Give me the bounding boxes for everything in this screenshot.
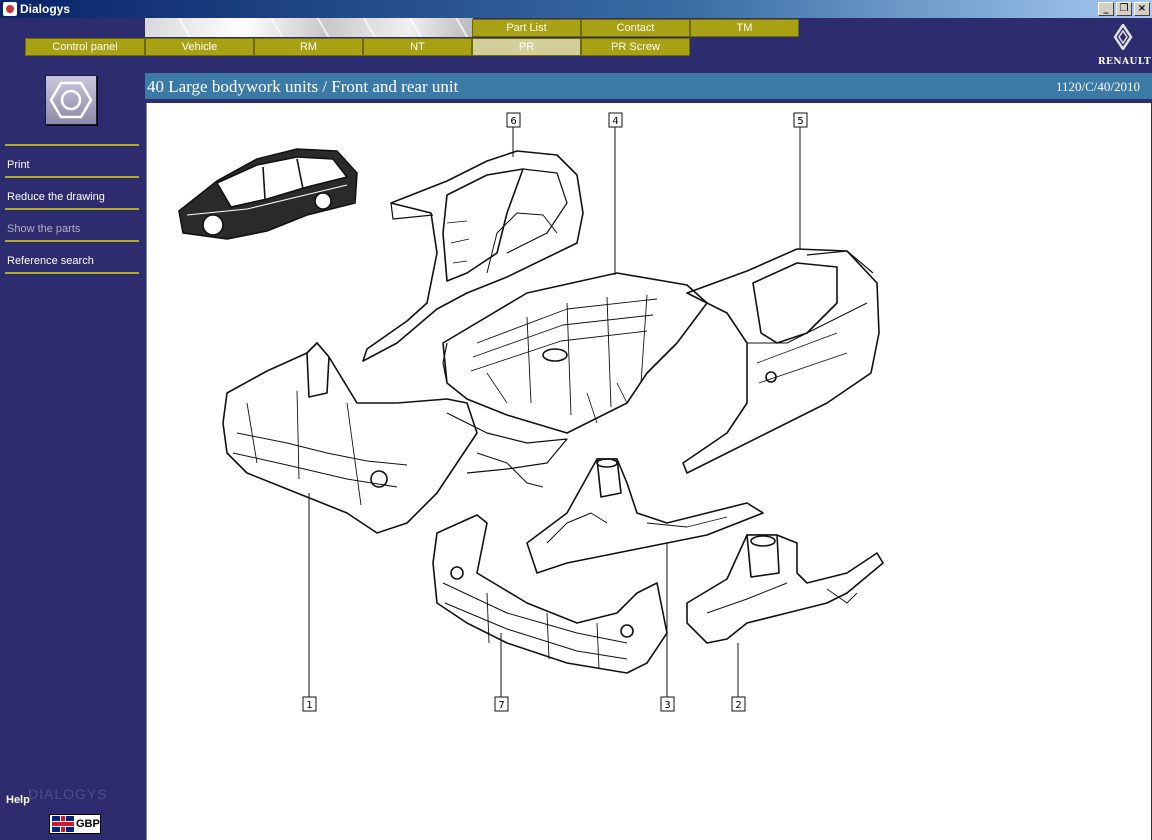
callout-1[interactable]: 1 [302,696,317,712]
section-icon-tile [45,75,97,125]
callout-4-label: 4 [612,116,618,127]
tab-nt[interactable]: NT [363,38,472,56]
callout-3[interactable]: 3 [660,696,675,712]
tab-control-panel[interactable]: Control panel [25,38,145,56]
callout-7[interactable]: 7 [494,696,509,712]
callout-4[interactable]: 4 [608,112,623,128]
renault-logo: RENAULT [1098,22,1152,68]
minimize-button[interactable]: _ [1098,2,1114,16]
part-3-wheel-arch-rail [526,458,764,574]
part-2-right-wheel-arch [686,534,884,644]
bodywork-exploded-view: 6 4 5 1 7 [178,112,884,712]
window-title: Dialogys [20,2,71,16]
part-5-right-side-panel [682,248,880,474]
menu-divider [5,176,139,178]
tab-rm[interactable]: RM [254,38,363,56]
reference-search-link[interactable]: Reference search [7,255,94,267]
callout-7-label: 7 [498,700,504,711]
menu-divider [5,144,139,146]
hex-nut-icon [49,81,93,119]
sidebar-menu: Print Reduce the drawing Show the parts … [5,144,139,274]
help-link[interactable]: Help [6,794,30,806]
print-link[interactable]: Print [7,159,30,171]
callout-2-label: 2 [735,700,741,711]
callout-2[interactable]: 2 [731,696,746,712]
car-body-thumbnail [178,148,358,240]
app-icon [3,2,17,16]
part-1-front-assembly [222,342,568,534]
tab-pr[interactable]: PR [472,38,581,56]
window-controls: _ ❐ × [1098,2,1150,16]
menu-divider [5,240,139,242]
callout-labels: 6 4 5 1 7 [302,112,808,712]
title-strip: 40 Large bodywork units / Front and rear… [145,73,1152,101]
callout-5-label: 5 [797,116,803,127]
renault-diamond-icon [1113,22,1133,52]
callout-6[interactable]: 6 [506,112,521,128]
uk-flag-icon [52,816,74,832]
exploded-diagram-canvas: 6 4 5 1 7 [146,103,1151,840]
close-button[interactable]: × [1134,2,1150,16]
currency-code: GBP [76,818,100,830]
part-6-side-panel [362,150,584,362]
menu-divider [5,272,139,274]
tab-tm[interactable]: TM [690,19,799,37]
reference-code: 1120/C/40/2010 [1055,79,1140,94]
window-titlebar: Dialogys _ ❐ × [0,0,1152,18]
callout-6-label: 6 [510,116,516,127]
callout-3-label: 3 [664,700,670,711]
callout-1-label: 1 [306,700,312,711]
dialogys-watermark: DIALOGYS [28,786,108,802]
part-7-front-crossmember [432,514,668,674]
header-decoration [145,18,473,37]
main-content: 40 Large bodywork units / Front and rear… [145,73,1152,840]
currency-selector[interactable]: GBP [49,814,101,834]
restore-button[interactable]: ❐ [1116,2,1132,16]
renault-wordmark: RENAULT [1098,57,1152,67]
part-4-floor-pan [442,272,708,434]
show-parts-link[interactable]: Show the parts [7,223,81,235]
sidebar: Print Reduce the drawing Show the parts … [0,73,145,840]
callout-leaders [308,127,801,697]
reduce-drawing-link[interactable]: Reduce the drawing [7,191,105,203]
tab-vehicle[interactable]: Vehicle [145,38,254,56]
tab-contact[interactable]: Contact [581,19,690,37]
tab-pr-screw[interactable]: PR Screw [581,38,690,56]
header-band: Part List Contact TM Control panel Vehic… [0,18,1152,73]
page-title: 40 Large bodywork units / Front and rear… [147,77,459,96]
menu-divider [5,208,139,210]
tab-part-list[interactable]: Part List [472,19,581,37]
callout-5[interactable]: 5 [793,112,808,128]
